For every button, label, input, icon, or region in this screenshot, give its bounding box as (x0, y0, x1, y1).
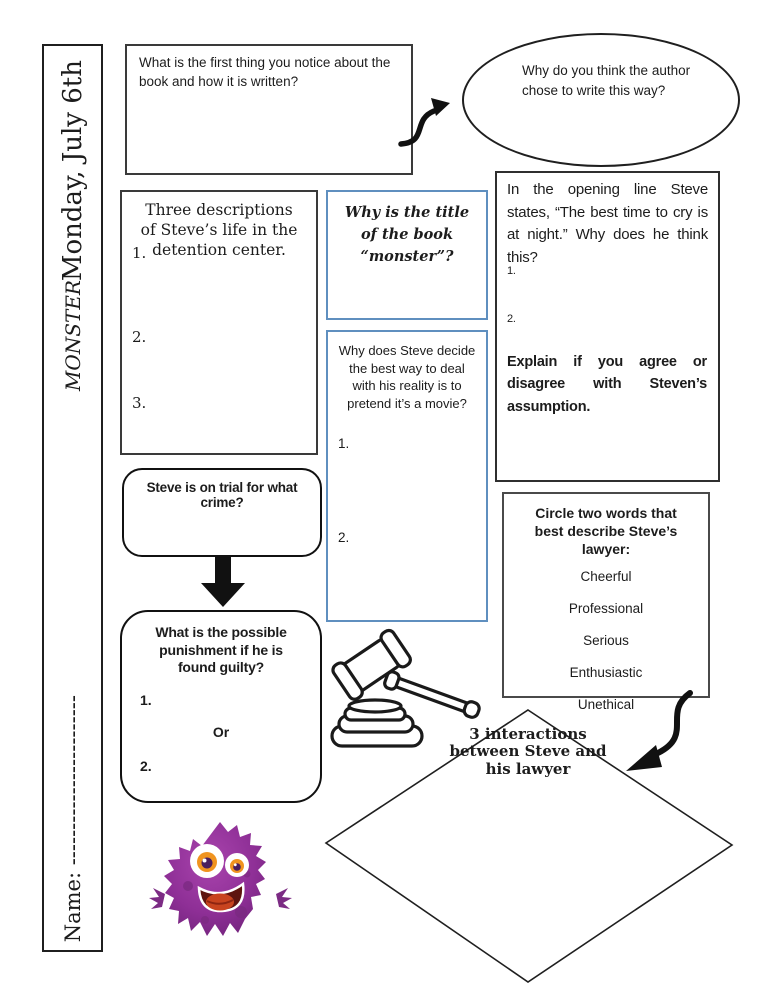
author-way-question: Why do you think the author chose to wri… (522, 63, 691, 98)
date-label: Monday, July 6th (57, 60, 88, 282)
punishment-question: What is the possible punishment if he is… (155, 624, 287, 675)
lawyer-word-option-3: Serious (583, 632, 629, 648)
interactions-label: 3 interactions between Steve and his law… (449, 725, 607, 778)
opening-followup: Explain if you agree or disagree with St… (507, 354, 707, 415)
title-monster-question: Why is the title of the book “monster”? (344, 204, 470, 265)
opening-line-box: In the opening line Steve states, “The b… (495, 171, 720, 482)
title-monster-box: Why is the title of the book “monster”? (326, 190, 488, 320)
detention-item-1: 1. (132, 244, 147, 262)
movie-question: Why does Steve decide the best way to de… (338, 343, 476, 411)
lawyer-word-option-1: Cheerful (580, 568, 632, 584)
lawyer-word-option-4: Enthusiastic (569, 664, 643, 680)
author-way-ellipse: Why do you think the author chose to wri… (462, 33, 740, 167)
trial-box: Steve is on trial for what crime? (122, 468, 322, 557)
lawyer-word-option-5: Unethical (577, 696, 635, 712)
detention-item-2: 2. (132, 328, 147, 346)
curved-arrow-icon (626, 690, 693, 771)
curvy-arrow-icon (398, 98, 450, 147)
first-notice-box: What is the first thing you notice about… (125, 44, 413, 175)
detention-title: Three descriptions of Steve’s life in th… (140, 201, 298, 260)
movie-item-1: 1. (338, 436, 350, 451)
opening-item-2: 2. (507, 313, 516, 325)
sidebar: Monday, July 6th MONSTER Name: ---------… (42, 44, 103, 952)
opening-line-question: In the opening line Steve states, “The b… (507, 181, 708, 266)
name-label: Name: ------------------------ (60, 694, 85, 942)
opening-item-1: 1. (507, 265, 516, 277)
lawyer-word-option-2: Professional (568, 600, 644, 616)
punishment-or: Or (212, 724, 230, 740)
book-title-label: MONSTER (60, 280, 85, 392)
lawyer-words-box: Circle two words that best describe Stev… (502, 492, 710, 712)
first-notice-question: What is the first thing you notice about… (139, 55, 391, 89)
movie-item-2: 2. (338, 530, 350, 545)
punishment-item-1: 1. (140, 692, 152, 708)
trial-question: Steve is on trial for what crime? (146, 480, 298, 510)
detention-item-3: 3. (132, 394, 147, 412)
thick-down-arrow-icon (201, 556, 245, 607)
detention-box: Three descriptions of Steve’s life in th… (120, 190, 318, 455)
lawyer-words-title: Circle two words that best describe Stev… (534, 505, 678, 558)
punishment-item-2: 2. (140, 758, 152, 774)
movie-box: Why does Steve decide the best way to de… (326, 330, 488, 622)
punishment-box: What is the possible punishment if he is… (120, 610, 322, 803)
gavel-icon (330, 628, 481, 748)
monster-mascot-image (149, 822, 292, 936)
answer-diamond (324, 709, 734, 983)
